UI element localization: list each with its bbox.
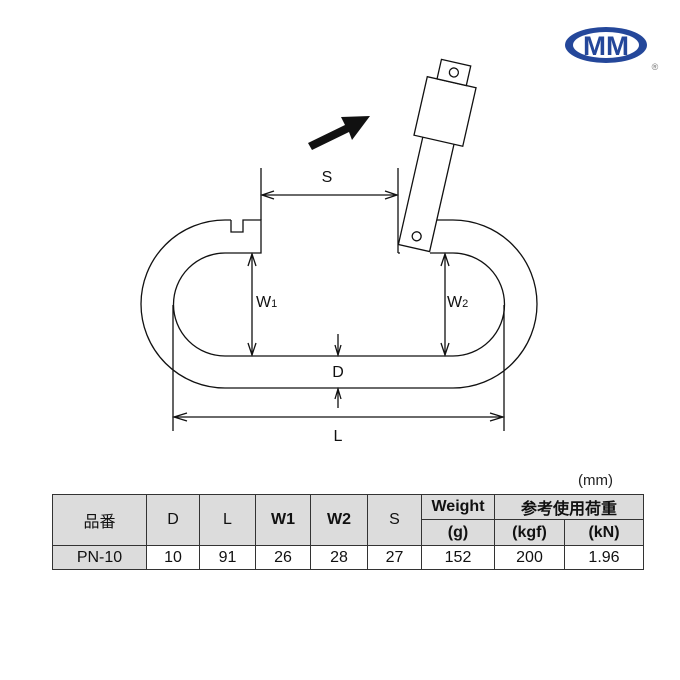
- cell-weight: 152: [421, 545, 495, 570]
- header-load-kn: (kN): [564, 519, 644, 546]
- header-l: L: [199, 494, 256, 546]
- label-w1: W1: [256, 294, 277, 311]
- carabiner-body-inner: [172, 252, 506, 357]
- header-weight-unit: (g): [421, 519, 495, 546]
- carabiner-body-outer: [140, 219, 538, 389]
- header-w2: W2: [310, 494, 368, 546]
- spec-table: 品番 D L W1 W2 S Weight 参考使用荷重 (g) (kgf) (…: [52, 494, 644, 570]
- carabiner-gate: [397, 58, 477, 253]
- dimension-s: [259, 168, 400, 220]
- label-s: S: [322, 169, 333, 186]
- dimension-w2: [440, 251, 450, 358]
- label-d: D: [332, 364, 344, 381]
- dimension-d: [334, 334, 342, 408]
- cell-w1: 26: [255, 545, 311, 570]
- cell-s: 27: [367, 545, 422, 570]
- open-direction-arrow: [308, 116, 370, 150]
- cell-kgf: 200: [494, 545, 565, 570]
- carabiner-notch: [225, 219, 262, 254]
- svg-text:®: ®: [652, 62, 659, 72]
- cell-d: 10: [146, 545, 200, 570]
- brand-logo: MM ®: [565, 27, 659, 72]
- cell-part-no: PN-10: [52, 545, 147, 570]
- table-row: PN-10 10 91 26 28 27 152 200 1.96: [52, 545, 644, 570]
- dimension-w1: [247, 251, 257, 358]
- header-part-no: 品番: [52, 494, 147, 546]
- cell-kn: 1.96: [564, 545, 644, 570]
- dimension-l: [171, 305, 506, 431]
- cell-l: 91: [199, 545, 256, 570]
- label-w2: W2: [447, 294, 468, 311]
- header-w1: W1: [255, 494, 311, 546]
- header-d: D: [146, 494, 200, 546]
- cell-w2: 28: [310, 545, 368, 570]
- label-l: L: [334, 428, 343, 445]
- header-s: S: [367, 494, 422, 546]
- header-load: 参考使用荷重: [494, 494, 644, 520]
- header-load-kgf: (kgf): [494, 519, 565, 546]
- svg-text:MM: MM: [583, 31, 629, 61]
- header-weight: Weight: [421, 494, 495, 520]
- unit-label: (mm): [578, 472, 613, 489]
